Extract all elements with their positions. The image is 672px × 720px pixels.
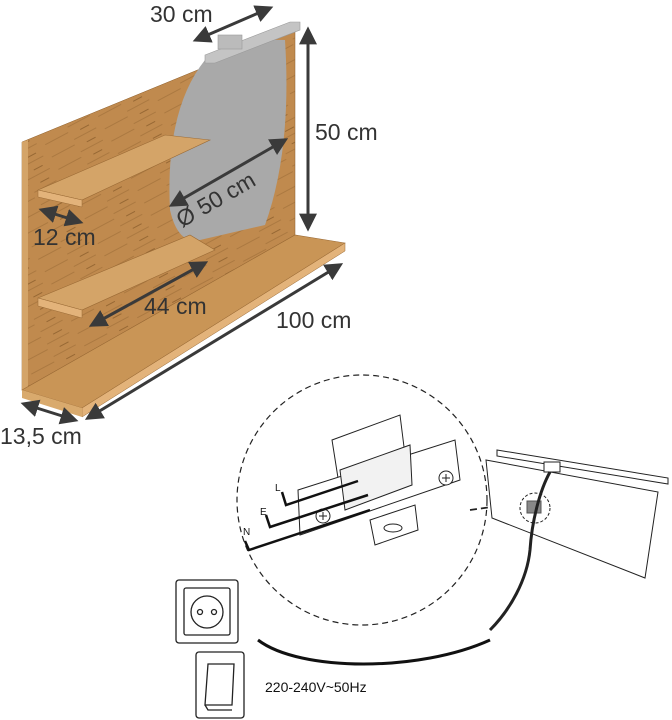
label-height: 50 cm [315,119,378,145]
lamp-mount [217,34,243,50]
power-cable [257,638,491,666]
voltage-label: 220-240V~50Hz [265,679,367,695]
dimension-arrows [20,5,344,425]
label-shelf-length: 44 cm [144,293,207,319]
wire-label-n: N [243,527,250,538]
wire-n [243,508,371,552]
back-panel-edge [22,140,28,390]
terminal-block-icon [297,414,461,546]
arrow-base-depth [20,399,79,425]
wire-label-e: E [260,507,267,518]
arrow-total-width [84,263,344,420]
detail-circle [236,374,488,626]
arrow-lamp-width [192,5,274,43]
wires [243,479,371,552]
lower-shelf-front [37,297,83,319]
switch-icon [195,651,245,719]
wiring-detail: L E N [236,374,521,626]
label-total-width: 100 cm [276,307,351,333]
wire-l [280,479,359,507]
arrow-mirror-diameter [168,138,289,207]
label-small-shelf: 12 cm [33,224,96,250]
label-lamp-width: 30 cm [150,1,213,27]
label-base-depth: 13,5 cm [0,423,82,449]
arrow-small-shelf [38,205,84,227]
socket-icon [175,579,239,644]
wire-label-l: L [275,483,281,494]
wire-e [264,493,369,529]
lamp-panel-icon [485,449,669,632]
